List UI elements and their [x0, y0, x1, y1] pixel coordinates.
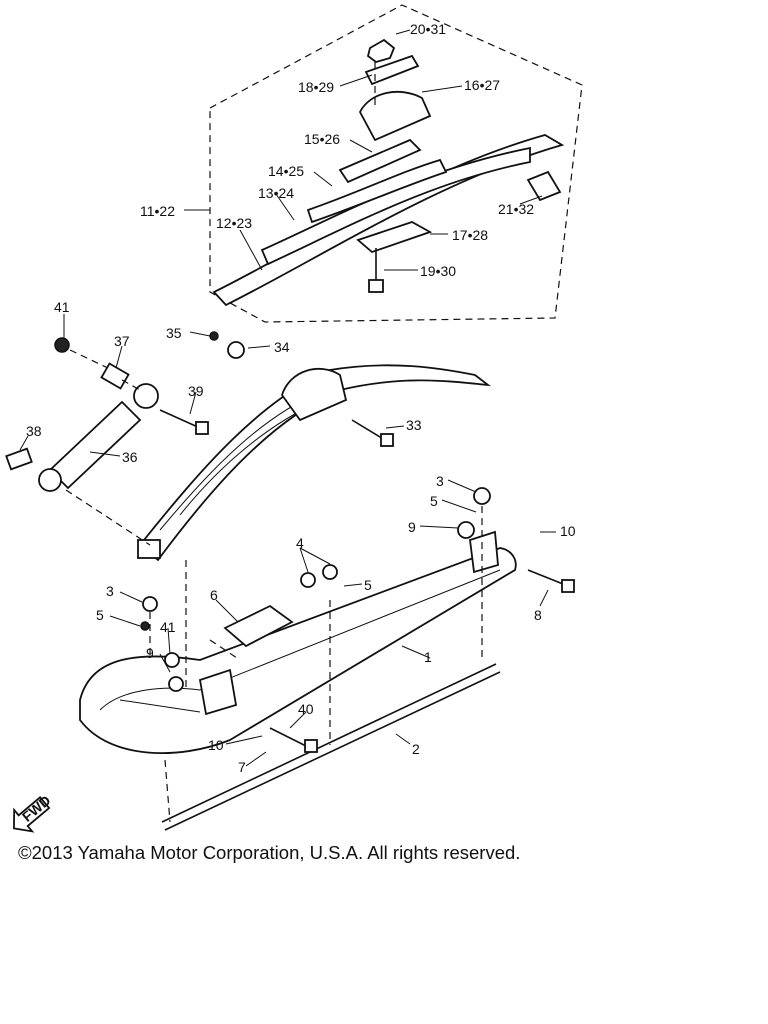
- callout-5-left: 5: [96, 607, 104, 623]
- ski: [79, 487, 575, 831]
- callout-14-25: 14•25: [268, 163, 304, 179]
- shock-absorber: [5, 331, 394, 492]
- callout-7: 7: [238, 759, 246, 775]
- callout-41-lower: 41: [160, 619, 176, 635]
- callout-9-right: 9: [408, 519, 416, 535]
- ski-assembly-diagram: 20•31 18•29 16•27 15•26 14•25 13•24 11•2…: [5, 4, 583, 833]
- callout-3-left: 3: [106, 583, 114, 599]
- callout-16-27: 16•27: [464, 77, 500, 93]
- leader-lines: [19, 29, 556, 767]
- callout-36: 36: [122, 449, 138, 465]
- callout-39: 39: [188, 383, 204, 399]
- callout-11-22: 11•22: [140, 203, 175, 219]
- callout-5-center: 5: [364, 577, 372, 593]
- callout-6: 6: [210, 587, 218, 603]
- forward-direction-arrow: FWD: [13, 792, 54, 833]
- callout-4: 4: [296, 535, 304, 551]
- callout-33: 33: [406, 417, 422, 433]
- callout-34: 34: [274, 339, 290, 355]
- copyright-notice: ©2013 Yamaha Motor Corporation, U.S.A. A…: [18, 842, 521, 863]
- callout-37: 37: [114, 333, 130, 349]
- callout-18-29: 18•29: [298, 79, 334, 95]
- callout-9-left: 9: [146, 645, 154, 661]
- callout-15-26: 15•26: [304, 131, 340, 147]
- callout-12-23: 12•23: [216, 215, 252, 231]
- callout-10-right: 10: [560, 523, 576, 539]
- callout-3-right: 3: [436, 473, 444, 489]
- callout-40: 40: [298, 701, 314, 717]
- callout-41-upper: 41: [54, 299, 70, 315]
- assembly-lines: [65, 62, 483, 823]
- callout-5-right: 5: [430, 493, 438, 509]
- leaf-spring-kit-group: [209, 4, 583, 323]
- callout-2: 2: [412, 741, 420, 757]
- callout-21-32: 21•32: [498, 201, 534, 217]
- callout-20-31: 20•31: [410, 21, 446, 37]
- callout-8: 8: [534, 607, 542, 623]
- callout-1: 1: [424, 649, 432, 665]
- callout-labels: 20•31 18•29 16•27 15•26 14•25 13•24 11•2…: [26, 21, 576, 775]
- callout-13-24: 13•24: [258, 185, 294, 201]
- leaf-spring-assembly: [137, 364, 492, 562]
- callout-35: 35: [166, 325, 182, 341]
- callout-19-30: 19•30: [420, 263, 456, 279]
- callout-38: 38: [26, 423, 42, 439]
- callout-10-left: 10: [208, 737, 224, 753]
- callout-17-28: 17•28: [452, 227, 488, 243]
